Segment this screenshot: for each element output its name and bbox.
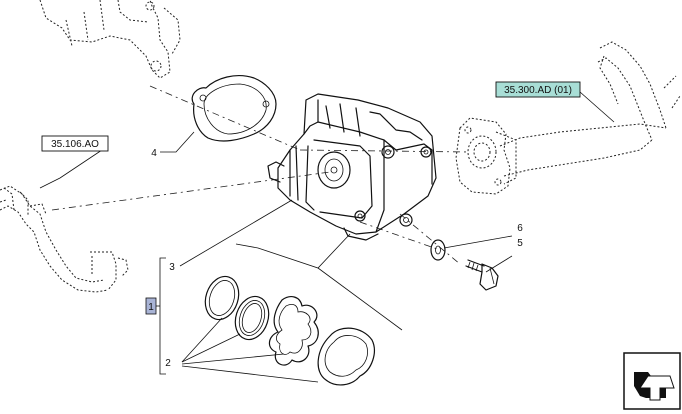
reference-left[interactable]: 35.106.AO <box>41 135 109 152</box>
callout-4: 4 <box>151 148 157 159</box>
callout-1[interactable]: 1 <box>148 302 154 313</box>
callout-1-box[interactable] <box>145 297 157 315</box>
gasket <box>191 75 277 142</box>
arrow-navigation-icon[interactable] <box>623 352 681 410</box>
assembly-axis-lines <box>51 85 471 265</box>
reference-right-text[interactable]: 35.300.AD (01) <box>504 85 572 96</box>
right-flange-outline <box>455 117 517 195</box>
leader-lines <box>39 91 615 383</box>
group-bracket <box>156 257 166 375</box>
callout-6: 6 <box>517 223 523 234</box>
right-hose-outline <box>499 41 681 177</box>
bolt <box>465 259 499 291</box>
reference-right[interactable]: 35.300.AD (01) <box>495 81 581 98</box>
washer <box>430 239 446 261</box>
callout-3: 3 <box>169 262 175 273</box>
callout-2: 2 <box>165 358 171 369</box>
left-hose-outline <box>0 185 129 293</box>
transmission-housing-outline <box>39 0 181 79</box>
seal-kit <box>204 275 375 386</box>
hydraulic-pump <box>267 93 437 241</box>
callout-5: 5 <box>517 238 523 249</box>
reference-left-text[interactable]: 35.106.AO <box>51 139 99 150</box>
